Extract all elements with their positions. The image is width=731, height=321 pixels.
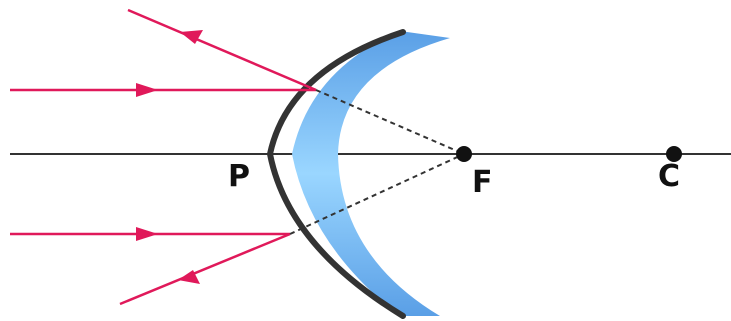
focus-label: F xyxy=(472,165,493,200)
reflected-ray-lower xyxy=(120,234,290,304)
pole-label: P xyxy=(228,159,250,194)
reflected-ray-upper xyxy=(128,10,316,90)
focus-point xyxy=(456,146,472,162)
center-label: C xyxy=(658,159,680,194)
mirror-body xyxy=(292,31,450,316)
arrowhead-incident-lower xyxy=(136,227,158,241)
arrowhead-incident-upper xyxy=(136,83,158,97)
arrowhead-reflected-upper xyxy=(180,30,203,44)
